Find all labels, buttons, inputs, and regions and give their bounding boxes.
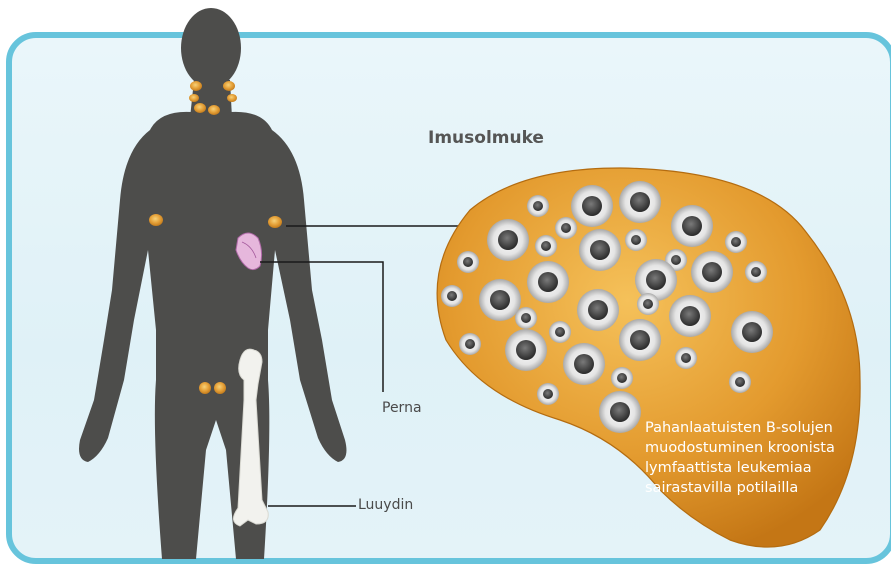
lymph-node (208, 105, 220, 115)
b-cell (619, 181, 661, 223)
b-cell (457, 251, 479, 273)
lymph-node (189, 94, 199, 102)
b-cell (487, 219, 529, 261)
caption-line: lymfaattista leukemiaa (645, 458, 890, 478)
b-cell (535, 235, 557, 257)
b-cell (555, 217, 577, 239)
b-cell (725, 231, 747, 253)
caption-line: muodostuminen kroonista (645, 438, 890, 458)
b-cell (549, 321, 571, 343)
b-cell (441, 285, 463, 307)
lymph-node-label: Imusolmuke (428, 128, 544, 148)
b-cell (505, 329, 547, 371)
caption: Pahanlaatuisten B-solujen muodostuminen … (645, 418, 890, 498)
lymph-node (149, 214, 163, 226)
lymph-node (227, 94, 237, 102)
b-cell (675, 347, 697, 369)
caption-line: sairastavilla potilailla (645, 478, 890, 498)
bone-marrow-label: Luuydin (358, 497, 413, 513)
b-cell (479, 279, 521, 321)
spleen-label: Perna (382, 400, 422, 416)
b-cell (619, 319, 661, 361)
b-cell (571, 185, 613, 227)
b-cell (563, 343, 605, 385)
b-cell (515, 307, 537, 329)
b-cell (745, 261, 767, 283)
b-cell (669, 295, 711, 337)
b-cell (577, 289, 619, 331)
b-cell (527, 261, 569, 303)
caption-line: Pahanlaatuisten B-solujen (645, 418, 890, 438)
b-cell (671, 205, 713, 247)
lymph-node (199, 382, 211, 394)
b-cell (691, 251, 733, 293)
b-cell (729, 371, 751, 393)
b-cell (459, 333, 481, 355)
body-silhouette (79, 8, 346, 559)
b-cell (611, 367, 633, 389)
lymph-node (194, 103, 206, 113)
b-cell (579, 229, 621, 271)
b-cell (635, 259, 677, 301)
b-cell (527, 195, 549, 217)
lymph-node (268, 216, 282, 228)
b-cell (537, 383, 559, 405)
b-cell (599, 391, 641, 433)
lymph-node (223, 81, 235, 91)
b-cell (731, 311, 773, 353)
lymph-node (190, 81, 202, 91)
lymph-node (214, 382, 226, 394)
b-cell (637, 293, 659, 315)
b-cell (625, 229, 647, 251)
